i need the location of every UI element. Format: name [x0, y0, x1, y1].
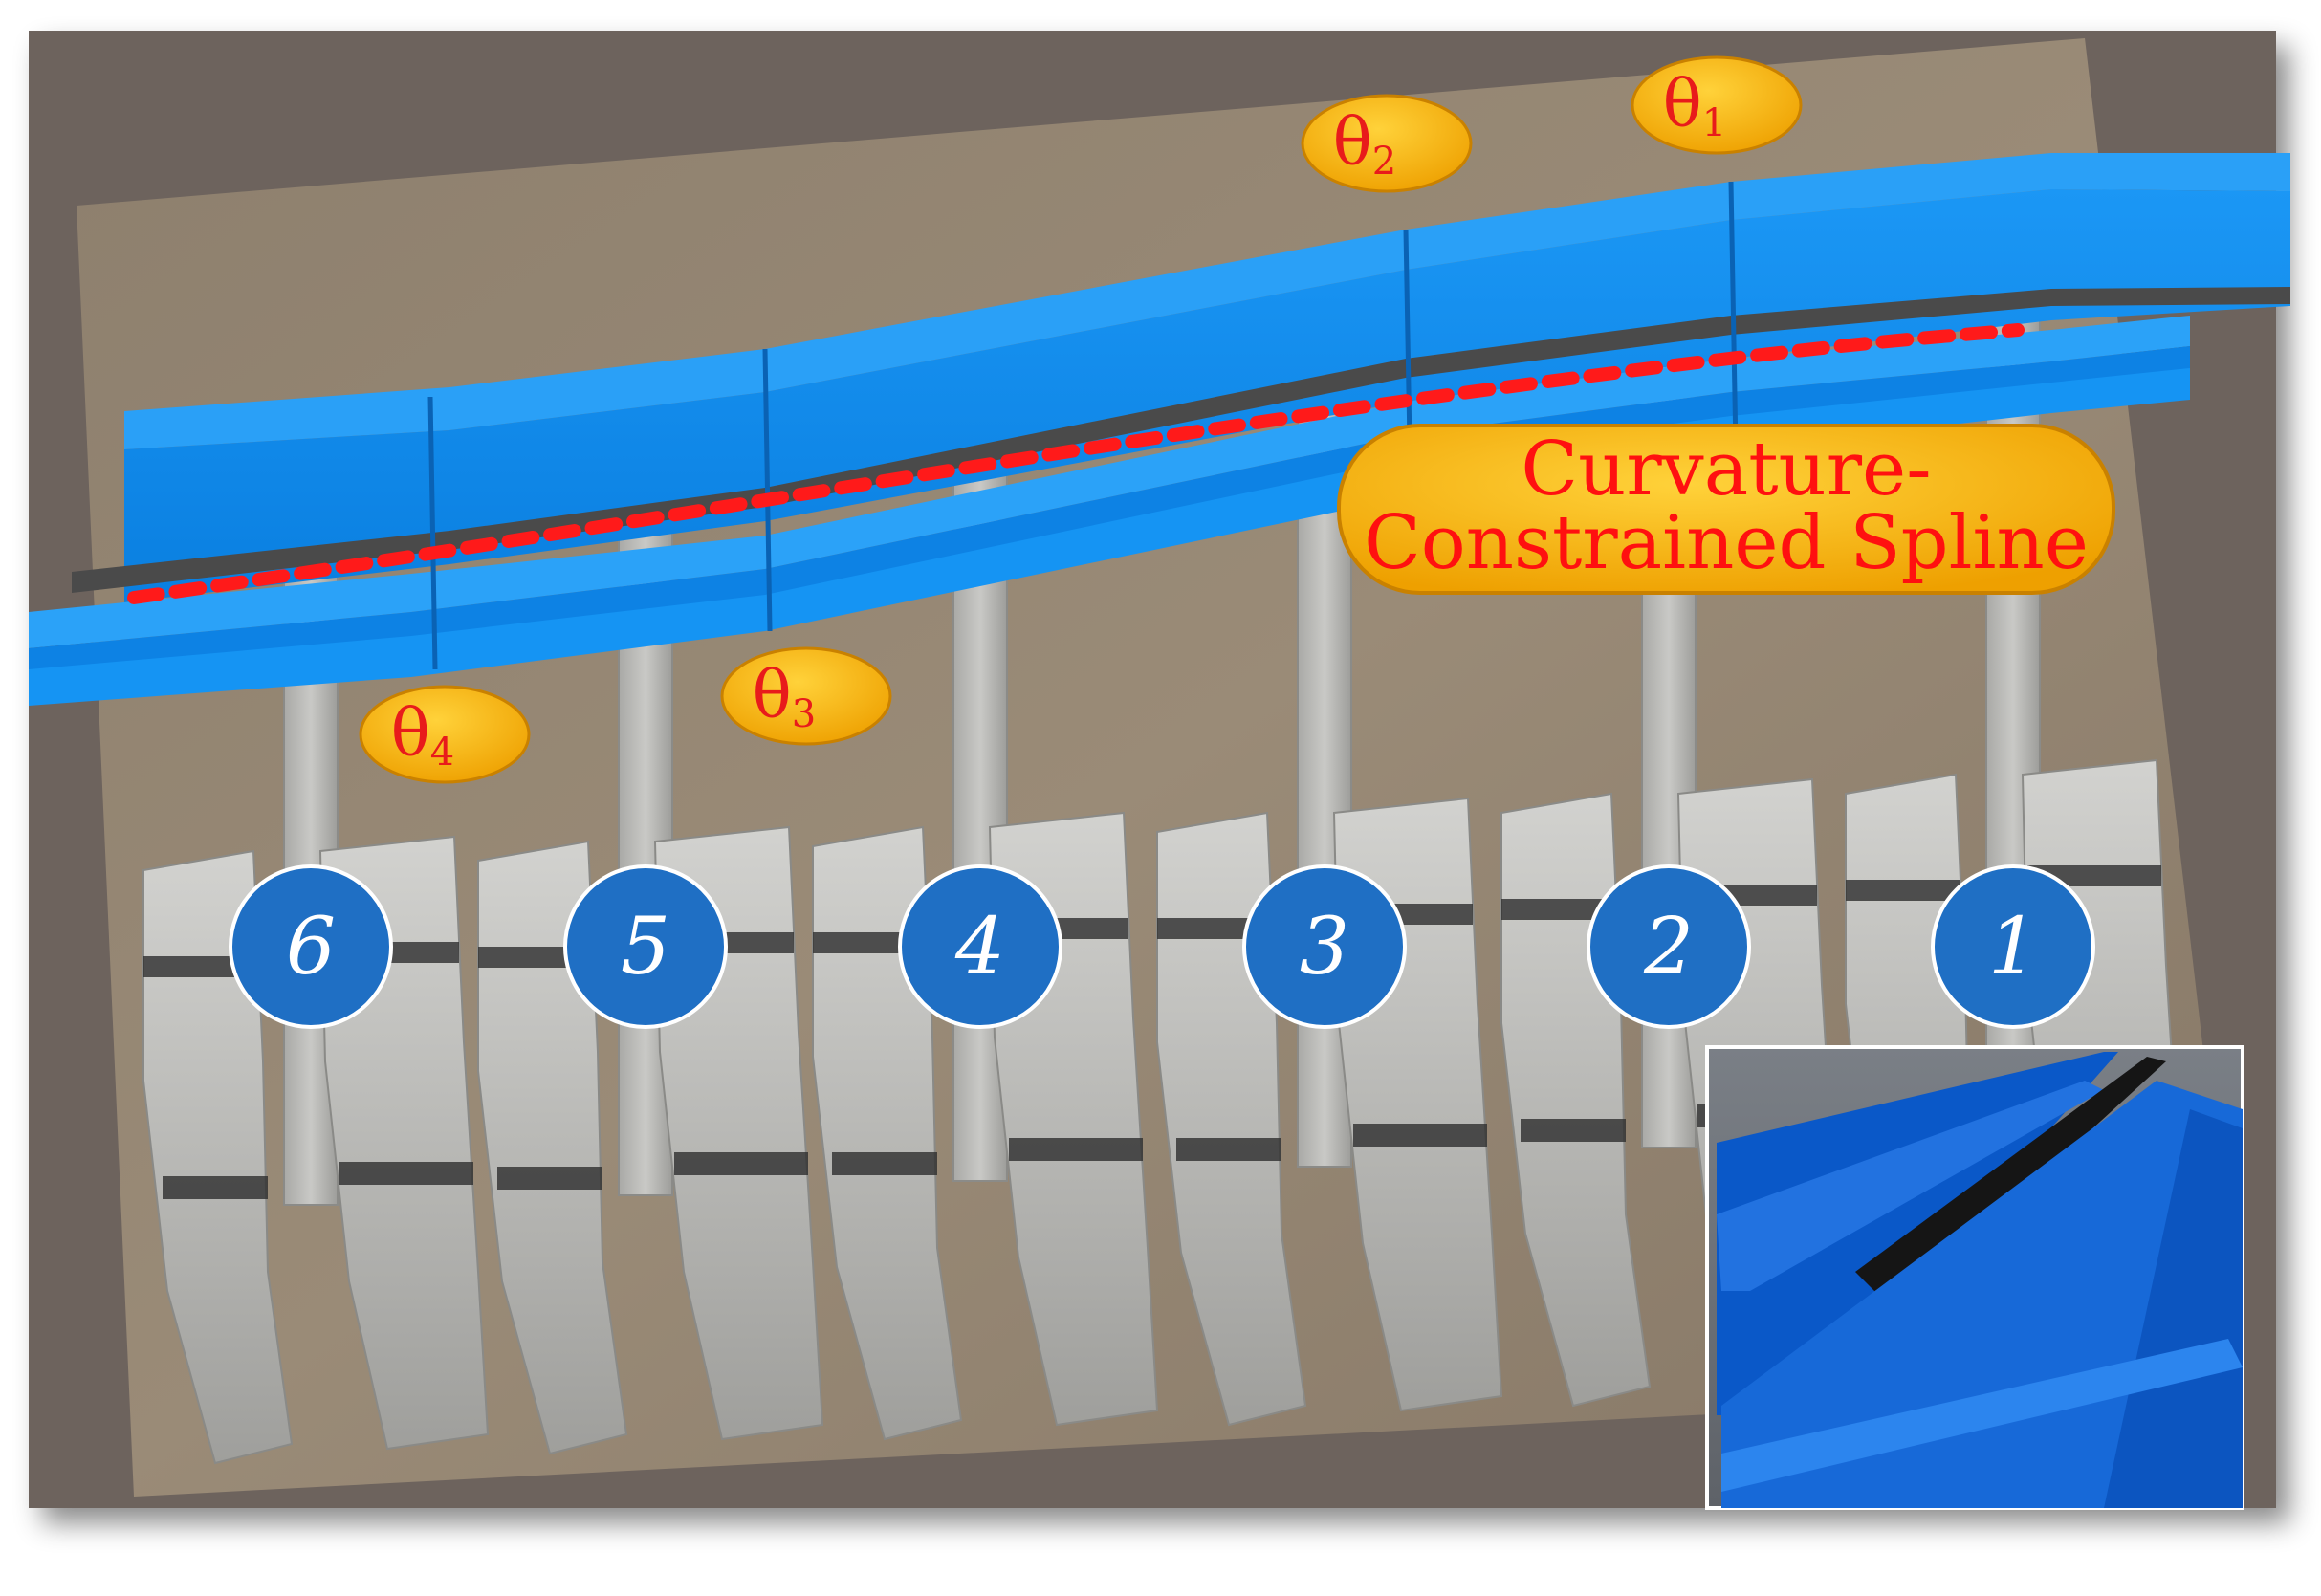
- pier-band: [339, 1162, 473, 1185]
- pier-band: [674, 1152, 808, 1175]
- pier-band: [1353, 1124, 1487, 1147]
- pier-badge: 3: [1242, 864, 1407, 1029]
- pier-band: [1521, 1119, 1626, 1142]
- angle-symbol: θ: [1663, 67, 1702, 142]
- pier-badge: 1: [1931, 864, 2095, 1029]
- pier-badge-label: 3: [1300, 902, 1349, 993]
- pier-band: [1009, 1138, 1143, 1161]
- girder-back-web: [124, 189, 2290, 602]
- pier-badge-circle: [898, 864, 1062, 1029]
- spline-callout: Curvature- Constrained Spline: [1337, 424, 2115, 595]
- svg-text:θ3: θ3: [753, 658, 816, 736]
- inset-girder-right: [2104, 1109, 2243, 1508]
- pier-badge-label: 5: [621, 902, 670, 993]
- inset-view: [1705, 1045, 2244, 1510]
- spline-callout-line2: Constrained Spline: [1364, 500, 2089, 586]
- svg-text:θ4: θ4: [391, 696, 454, 775]
- segment-joint: [427, 396, 438, 670]
- pier-band: [1157, 918, 1272, 939]
- pier-badge: 5: [563, 864, 728, 1029]
- angle-symbol: θ: [391, 696, 430, 772]
- pier-badge-label: 6: [286, 902, 336, 993]
- angle-subscript: 1: [1702, 101, 1726, 145]
- pier-band: [497, 1167, 602, 1190]
- angle-badge-theta-1: θ1: [1631, 55, 1803, 155]
- inset-deck: [1721, 1081, 2243, 1508]
- inset-girder-face: [1717, 1081, 2104, 1291]
- girder-back-top: [124, 153, 2290, 449]
- pier-band: [832, 1152, 937, 1175]
- spline-callout-line1: Curvature-: [1521, 426, 1931, 513]
- svg-text:θ1: θ1: [1663, 67, 1726, 145]
- pier-badge: 6: [229, 864, 393, 1029]
- segment-joint: [1728, 181, 1739, 450]
- track-rail: [72, 287, 2290, 593]
- angle-subscript: 4: [430, 731, 454, 775]
- angle-symbol: θ: [1333, 105, 1372, 181]
- angle-subscript: 2: [1372, 140, 1396, 184]
- angle-badge-theta-4: θ4: [359, 685, 531, 784]
- pier-band: [1846, 880, 1960, 901]
- angle-subscript: 3: [792, 692, 816, 736]
- pier-band: [1176, 1138, 1281, 1161]
- pier-badge-label: 1: [1988, 902, 2038, 993]
- pier-badge-label: 2: [1643, 902, 1694, 993]
- pier-badge: 2: [1587, 864, 1751, 1029]
- pier-band: [1501, 899, 1616, 920]
- pier-band: [143, 956, 258, 977]
- pier-badge-circle: [1931, 864, 2095, 1029]
- inset-rail: [1855, 1057, 2166, 1310]
- pier-5: 5: [477, 492, 824, 1455]
- pier-band: [163, 1176, 268, 1199]
- pier-badge-label: 4: [954, 902, 1005, 993]
- inset-bottom-flange: [1721, 1339, 2243, 1492]
- pier-6: 6: [142, 535, 490, 1465]
- angle-symbol: θ: [753, 658, 792, 733]
- pier-badge-circle: [1242, 864, 1407, 1029]
- angle-badge-theta-3: θ3: [720, 646, 892, 746]
- pier-badge: 4: [898, 864, 1062, 1029]
- pier-badge-circle: [1587, 864, 1751, 1029]
- spline-curve: [127, 323, 2025, 604]
- pier-badge-circle: [563, 864, 728, 1029]
- svg-text:θ2: θ2: [1333, 105, 1396, 184]
- angle-badge-theta-2: θ2: [1301, 94, 1473, 193]
- segment-joint: [762, 348, 773, 632]
- girder-front-top: [29, 316, 2190, 648]
- pier-4: 4: [812, 448, 1159, 1441]
- pier-badge-circle: [229, 864, 393, 1029]
